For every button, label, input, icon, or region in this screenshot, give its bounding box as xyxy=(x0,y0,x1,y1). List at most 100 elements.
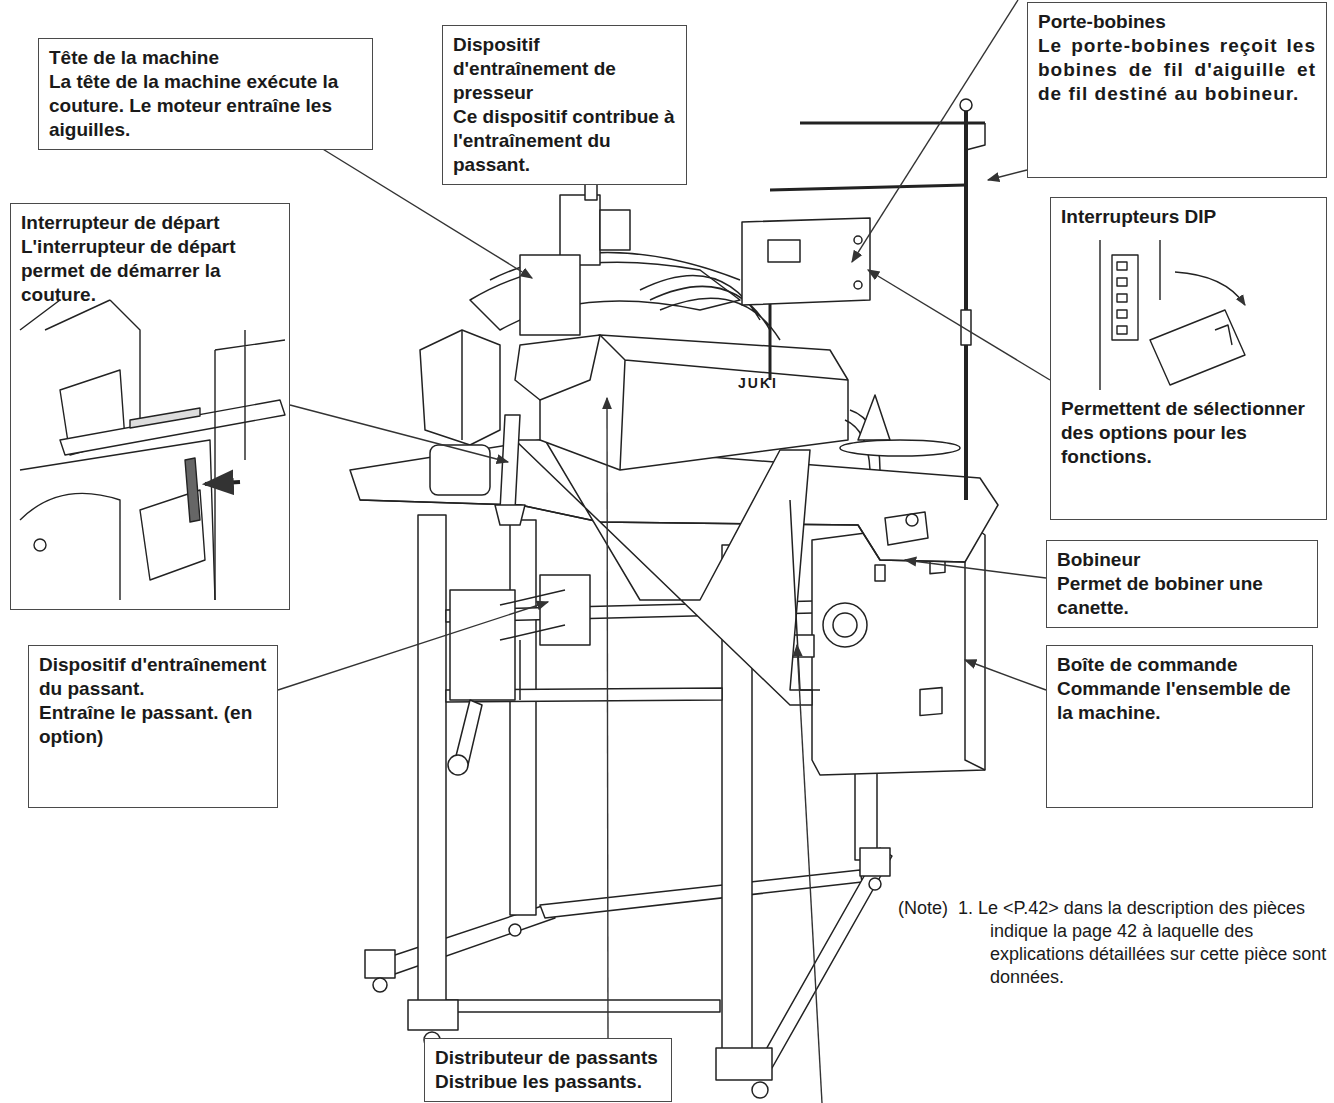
panel-post xyxy=(769,300,772,380)
foot xyxy=(716,1048,772,1080)
foot xyxy=(365,950,395,978)
callout-box: BobineurPermet de bobiner une canette. xyxy=(1046,540,1318,628)
presser-drive xyxy=(600,210,630,250)
spool xyxy=(858,395,890,440)
inset-plate xyxy=(60,400,285,455)
part-description: Commande l'ensemble de la machine. xyxy=(1057,677,1302,725)
part-description: Permet de bobiner une canette. xyxy=(1057,572,1307,620)
callout-box: Interrupteurs DIP Permettent de sélection… xyxy=(1050,197,1327,520)
machine-head xyxy=(420,330,500,445)
leader-line xyxy=(965,660,1046,690)
inset-panel xyxy=(1100,240,1160,390)
machine-head xyxy=(461,330,463,440)
leader-line xyxy=(607,398,608,1038)
part-name: Tête de la machine xyxy=(49,46,362,70)
thread-stand xyxy=(800,122,985,125)
inset-screw xyxy=(34,539,46,551)
base-frame xyxy=(440,1000,720,1012)
power-switch xyxy=(792,635,814,657)
part-name: Bobineur xyxy=(1057,548,1307,572)
part-description: L'interrupteur de départ permet de démar… xyxy=(21,235,279,307)
part-description: Entraîne le passant. (en option) xyxy=(39,701,267,749)
inset-cover xyxy=(1150,310,1245,385)
machine-cover xyxy=(515,335,600,400)
leader-line xyxy=(278,602,548,690)
table-edge xyxy=(360,500,965,562)
base-frame xyxy=(760,848,892,1068)
callout-box: Dispositif d'entraînement de presseurCe … xyxy=(442,25,687,185)
thread-stand xyxy=(960,99,972,111)
part-name: Dispositif d'entraînement de presseur xyxy=(453,33,676,105)
base-frame xyxy=(540,870,862,918)
v-support xyxy=(515,440,812,705)
thread-stand xyxy=(770,185,966,190)
note-marker: (Note) xyxy=(898,897,958,920)
spool-plate xyxy=(840,440,960,456)
part-description: Permettent de sélectionner des options p… xyxy=(1061,397,1316,469)
leader-line xyxy=(905,560,1046,578)
presser-drive xyxy=(520,255,580,335)
winder xyxy=(906,514,918,526)
inset-arrow xyxy=(1175,272,1245,305)
inset-arrow xyxy=(205,482,240,484)
callout-box: Boîte de commandeCommande l'ensemble de … xyxy=(1046,645,1313,808)
start-switch xyxy=(495,505,525,525)
foot xyxy=(408,1000,458,1030)
machine-head xyxy=(430,445,490,495)
vent xyxy=(920,688,942,716)
caster xyxy=(373,978,387,992)
part-name: Boîte de commande xyxy=(1057,653,1302,677)
winder xyxy=(885,512,928,545)
start-switch xyxy=(500,415,520,510)
inset-dip xyxy=(1117,278,1127,286)
note-text: 1. Le <P.42> dans la description des piè… xyxy=(958,897,1330,989)
part-description: La tête de la machine exécute la couture… xyxy=(49,70,362,142)
leader-line xyxy=(290,405,508,462)
part-description: Distribue les passants. xyxy=(435,1070,661,1094)
part-description: Ce dispositif contribue à l'entraînement… xyxy=(453,105,676,177)
callout-box: Distributeur de passantsDistribue les pa… xyxy=(424,1038,672,1102)
panel-button xyxy=(854,236,862,244)
inset-dip xyxy=(1117,262,1127,270)
foot xyxy=(860,848,890,876)
leader-line xyxy=(852,0,1018,262)
inset-dip xyxy=(1117,326,1127,334)
belt-loop-device xyxy=(540,575,590,645)
belt-loop-handle xyxy=(448,755,468,775)
machine-arm xyxy=(470,262,740,330)
caster xyxy=(752,1082,768,1098)
caster xyxy=(869,878,881,890)
leader-line xyxy=(797,645,822,1103)
leg xyxy=(418,515,446,1005)
inset-switch xyxy=(140,490,205,580)
callout-box: Dispositif d'entraînement du passant.Ent… xyxy=(28,645,278,808)
part-description: Le porte-bobines reçoit les bobines de f… xyxy=(1038,34,1316,106)
part-name: Dispositif d'entraînement du passant. xyxy=(39,653,267,701)
v-support xyxy=(790,500,820,690)
inset-dip xyxy=(1112,255,1138,340)
inset-machine xyxy=(20,440,215,600)
inset-cover xyxy=(1215,325,1232,345)
inset-plate xyxy=(130,408,200,428)
leader-line xyxy=(988,170,1027,180)
part-name: Interrupteurs DIP xyxy=(1061,205,1316,229)
fan xyxy=(823,603,867,647)
power-switch xyxy=(875,565,885,581)
leader-line xyxy=(868,270,1050,380)
inset-dip xyxy=(1117,310,1127,318)
machine-cover xyxy=(600,335,848,470)
leg xyxy=(510,520,536,915)
inset-plate xyxy=(60,370,125,455)
panel-button xyxy=(854,281,862,289)
callout-box: Tête de la machineLa tête de la machine … xyxy=(38,38,373,150)
thread-stand xyxy=(964,110,968,500)
inset-frame xyxy=(215,330,285,600)
control-panel xyxy=(742,218,870,305)
callout-box: Porte-bobinesLe porte-bobines reçoit les… xyxy=(1027,2,1327,178)
part-name: Porte-bobines xyxy=(1038,10,1316,34)
part-name: Interrupteur de départ xyxy=(21,211,279,235)
part-name: Distributeur de passants xyxy=(435,1046,661,1070)
panel-screen xyxy=(768,240,800,262)
